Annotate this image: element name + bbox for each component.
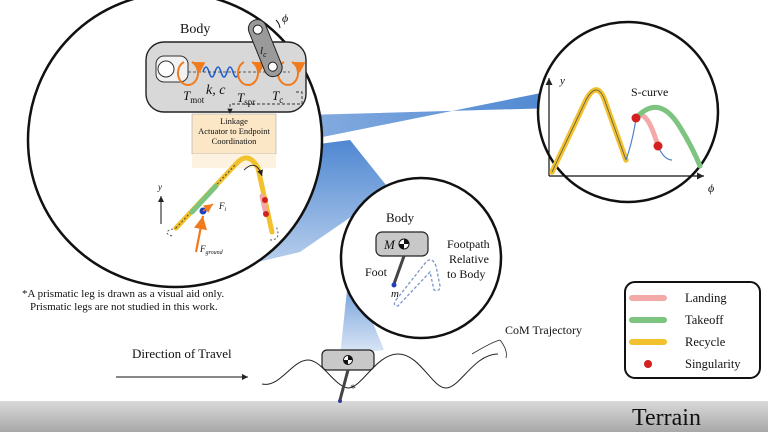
scurve-singularity-lower — [653, 141, 663, 151]
terrain-band — [0, 401, 768, 432]
prismatic-star: * — [350, 381, 356, 395]
tspr-label: Tspr — [237, 90, 255, 107]
body-to-linkage-connector — [227, 91, 303, 114]
com-trajectory — [261, 353, 499, 389]
scurve-y-label: y — [559, 75, 565, 87]
motor-shaft — [157, 60, 175, 78]
legend-swatch-singularity — [644, 360, 652, 368]
scurve-zoom-circle — [536, 20, 720, 204]
com-marker — [398, 238, 410, 250]
beam-to-scurve — [268, 90, 556, 148]
legend-label-singularity: Singularity — [685, 357, 741, 371]
scurve-x-label: ϕ — [708, 181, 714, 195]
legend-label-takeoff: Takeoff — [685, 313, 724, 327]
motor-torque-arc — [177, 61, 206, 86]
phi-arc — [275, 19, 281, 29]
footpath-line3: to Body — [447, 267, 485, 281]
singularity-point-lower — [263, 211, 269, 217]
tc-label: Tc — [272, 88, 283, 105]
linkage-box — [191, 113, 277, 155]
kc-label: k, c — [206, 83, 226, 98]
spring-torque-arc — [237, 61, 266, 86]
legend-box — [624, 281, 761, 379]
direction-label: Direction of Travel — [132, 346, 232, 361]
robot-foot — [338, 399, 342, 403]
mid-body-label: Body — [386, 210, 415, 225]
robot-leg — [338, 369, 350, 401]
legend-label-landing: Landing — [685, 291, 727, 305]
linkage-line2: Actuator to Endpoint — [198, 126, 270, 136]
footpath-line1: Footpath — [447, 237, 490, 251]
com-leader — [471, 339, 507, 359]
scurve-label: S-curve — [631, 85, 668, 99]
robot-com-marker — [343, 355, 353, 365]
tmot-label: Tmot — [183, 88, 205, 105]
scurve-singularity-upper — [631, 113, 641, 123]
linkage-line3: Coordination — [212, 136, 258, 146]
body-title: Body — [180, 22, 210, 37]
terrain-label: Terrain — [632, 405, 701, 431]
foot-mass-label: m — [391, 288, 399, 300]
legend-label-recycle: Recycle — [685, 335, 726, 349]
singularity-point-upper — [262, 197, 268, 203]
com-label: CoM Trajectory — [505, 323, 582, 337]
phi-label: ϕ — [282, 11, 288, 25]
footpath-zoom-circle — [339, 176, 503, 340]
fground-label: Fground — [199, 244, 224, 256]
mass-label: M — [383, 237, 396, 252]
fi-arrow — [202, 203, 214, 213]
footpath-line2: Relative — [449, 252, 489, 266]
foot-label: Foot — [365, 265, 388, 279]
mid-foot-point — [391, 282, 397, 288]
lc-label: lc — [260, 45, 267, 59]
y-axis-small-label: y — [157, 182, 162, 192]
fi-label: Fi — [218, 201, 227, 213]
fground-arrow — [194, 215, 207, 253]
mid-footpath — [393, 259, 441, 307]
crank-link — [247, 19, 283, 78]
mid-leg — [392, 255, 406, 285]
footnote-line2: Prismatic legs are not studied in this w… — [30, 301, 218, 313]
footnote-line1: *A prismatic leg is drawn as a visual ai… — [22, 288, 224, 300]
linkage-line1: Linkage — [220, 116, 248, 126]
